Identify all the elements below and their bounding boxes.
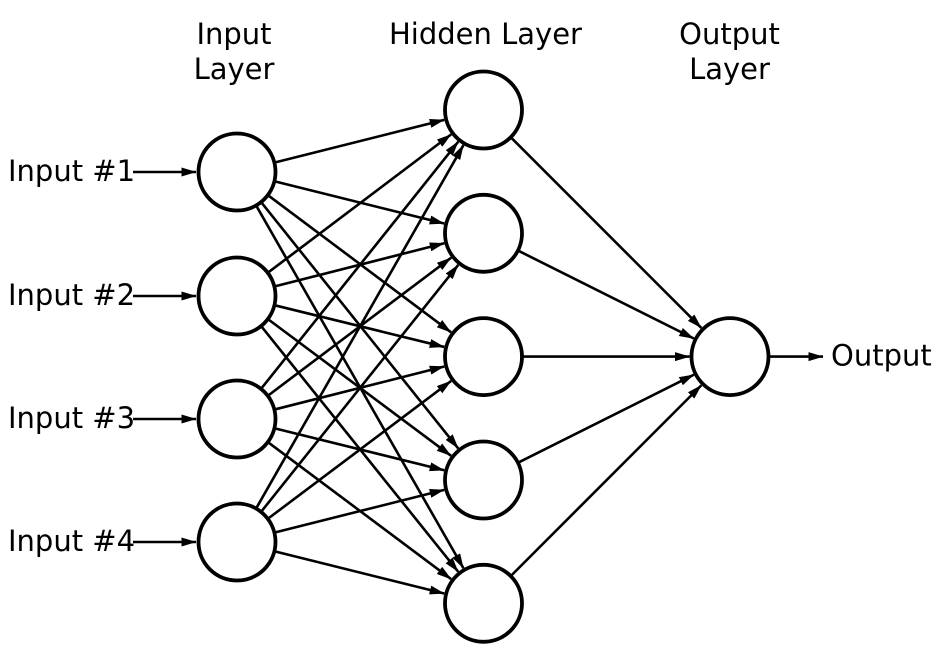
- layer-title-input-line1: Input: [196, 17, 271, 51]
- edges-layer: [255, 118, 703, 595]
- edge-input1-hidden1: [274, 118, 445, 164]
- edge-input3-hidden1: [260, 140, 460, 389]
- captions-layer: Input #1 Input #2 Input #3 Input #4 Output: [8, 154, 932, 558]
- edge-input4-hidden5: [275, 550, 445, 595]
- layer-title-output-line2: Layer: [689, 52, 770, 86]
- edge-hidden4-output1: [518, 373, 695, 464]
- layer-title-hidden-line1: Hidden Layer: [389, 17, 582, 51]
- edge-input2-hidden1: [267, 133, 452, 274]
- hidden-node-2: [443, 192, 524, 274]
- input-node-2: [196, 255, 278, 337]
- input-caption-2: Input #2: [8, 278, 135, 312]
- layer-title-output-line1: Output: [679, 17, 780, 51]
- input-node-1: [196, 131, 278, 213]
- input-node-3: [196, 378, 278, 460]
- hidden-node-5: [443, 562, 524, 644]
- edge-hidden2-output1: [518, 249, 695, 340]
- input-node-4: [196, 501, 278, 583]
- edge-input4-hidden4: [274, 488, 445, 534]
- layer-title-hidden: Hidden Layer: [389, 17, 582, 51]
- output-caption: Output: [831, 339, 932, 373]
- input-caption-4: Input #4: [8, 524, 135, 558]
- hidden-node-1: [443, 69, 524, 151]
- layer-title-input-line2: Layer: [194, 52, 275, 86]
- edge-input4-hidden1: [255, 144, 465, 509]
- edge-hidden1-output1: [510, 137, 703, 329]
- edge-hidden5-output1: [510, 384, 703, 577]
- input-caption-1: Input #1: [8, 154, 135, 188]
- input-caption-3: Input #3: [8, 401, 135, 435]
- hidden-node-4: [443, 439, 524, 521]
- hidden-node-3: [443, 316, 524, 398]
- edge-input4-hidden3: [267, 379, 452, 520]
- output-node-1: [689, 316, 771, 398]
- nodes-layer: [196, 69, 771, 644]
- edge-input4-hidden2: [260, 264, 460, 512]
